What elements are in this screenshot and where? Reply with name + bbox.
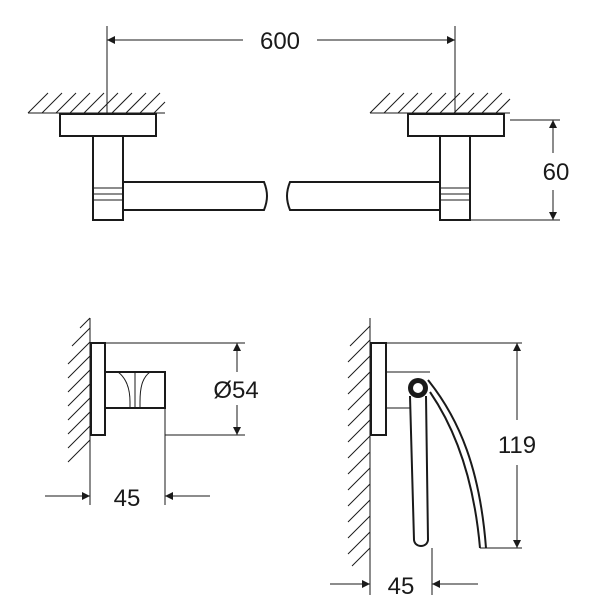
holder-body (370, 342, 487, 549)
towel-bar (123, 181, 440, 211)
left-bar-mount (59, 113, 157, 221)
robe-hook-drawing: Ø54 45 (45, 317, 259, 512)
towel-bar-length-label: 600 (260, 28, 300, 55)
hook-wall-hatch (67, 317, 91, 463)
dimension-60: 60 (470, 119, 570, 221)
hook-diameter-label: Ø54 (213, 377, 258, 404)
towel-bar-projection-label: 60 (543, 159, 570, 186)
towel-bar-drawing: 600 60 (27, 26, 570, 221)
dimension-hook-45: 45 (45, 408, 210, 512)
dimension-d54: Ø54 (105, 342, 259, 436)
holder-projection-label: 45 (388, 573, 415, 600)
paper-holder-drawing: 119 45 (330, 318, 536, 600)
hook-projection-label: 45 (114, 485, 141, 512)
dimension-600: 600 (106, 26, 456, 113)
dimension-119: 119 (386, 342, 536, 549)
left-wall-hatch (27, 92, 166, 114)
right-wall-hatch (369, 92, 511, 114)
dimension-holder-45: 45 (330, 548, 478, 600)
hook-body (90, 342, 166, 436)
holder-wall-hatch (347, 318, 371, 567)
holder-height-label: 119 (498, 432, 536, 459)
right-bar-mount (407, 113, 505, 221)
